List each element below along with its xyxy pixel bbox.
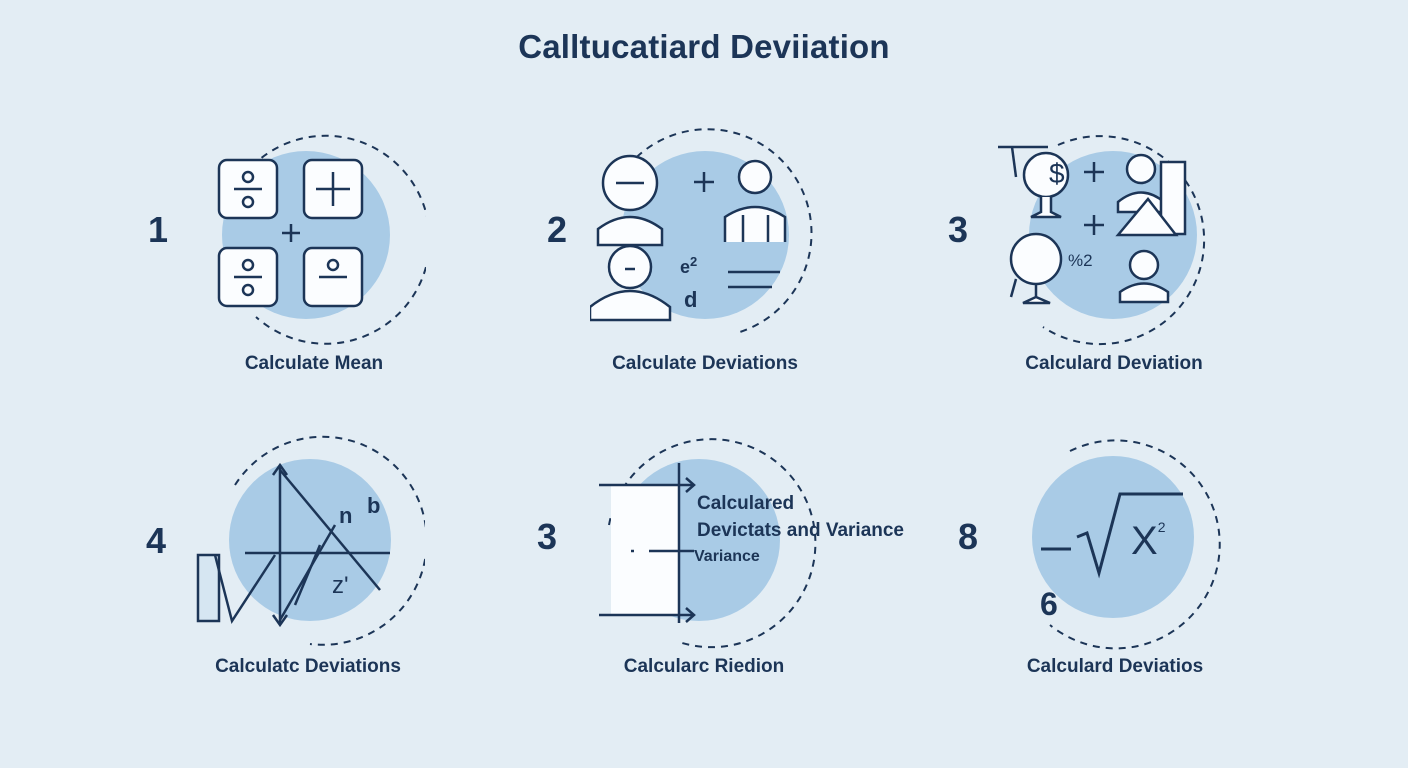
step-number: 3	[947, 209, 969, 250]
graph-triangle-icon	[196, 435, 425, 646]
percent-label: %2	[1068, 251, 1093, 270]
step-number: 1	[147, 209, 169, 250]
z-label: z'	[332, 572, 349, 599]
fraction-calculator-icon	[217, 134, 426, 345]
formula-x-label: X2	[1131, 519, 1166, 563]
variance-text-line2: Devictats and Variance	[697, 520, 904, 541]
step-number: 2	[546, 209, 568, 250]
exponent-e-label: e2	[680, 254, 698, 277]
step-number: 3	[536, 516, 558, 557]
variance-chart-icon	[599, 438, 817, 649]
variance-text-line3: Variance	[694, 548, 760, 565]
people-deviation-icon	[590, 128, 813, 333]
b-label: b	[367, 493, 381, 518]
step-caption: Calculatc Deviations	[215, 656, 401, 677]
step-number: 8	[957, 516, 979, 557]
step-caption: Calculard Deviation	[1025, 353, 1203, 374]
page-title: Calltucatiard Deviiation	[518, 28, 890, 65]
d-label: d	[684, 287, 698, 312]
six-label: 6	[1040, 586, 1058, 622]
step-caption: Calculate Deviations	[612, 353, 798, 374]
n-label: n	[339, 503, 353, 528]
dollar-sign-label: $	[1049, 158, 1065, 189]
step-caption: Calculate Mean	[244, 353, 384, 374]
square-root-icon	[1032, 439, 1221, 650]
step-number: 4	[145, 520, 167, 561]
step-caption: Calculard Deviatios	[1026, 656, 1204, 677]
step-caption: Calcularc Riedion	[623, 656, 785, 677]
variance-text-line1: Calculared	[697, 493, 795, 514]
money-percent-people-icon	[998, 135, 1206, 346]
